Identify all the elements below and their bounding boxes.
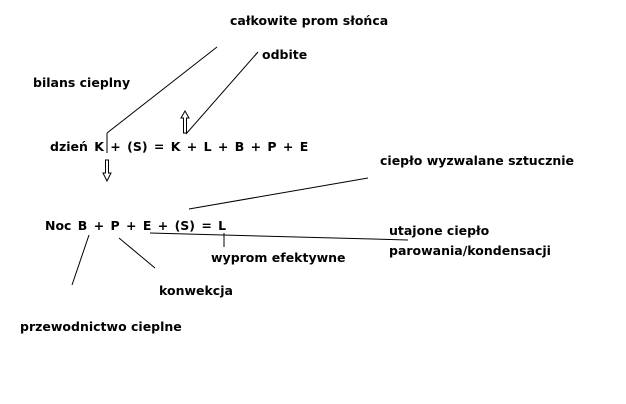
line-reflected <box>185 51 259 135</box>
label-reflected: odbite <box>262 47 308 62</box>
line-latent-heat <box>149 232 409 241</box>
label-latent-heat-2: parowania/kondensacji <box>389 243 551 258</box>
label-convection: konwekcja <box>159 283 233 298</box>
day-equation: dzień K + (S) = K + L + B + P + E <box>50 139 309 154</box>
label-artificial-heat: ciepło wyzwalane sztucznie <box>380 153 575 168</box>
label-effective-radiation: wyprom efektywne <box>211 250 346 265</box>
up-arrow-icon <box>180 109 190 134</box>
line-artificial-heat <box>188 177 369 210</box>
label-conduction: przewodnictwo cieplne <box>20 319 182 334</box>
line-conduction <box>71 234 90 286</box>
label-latent-heat-1: utajone ciepło <box>389 223 490 238</box>
label-total-radiation: całkowite prom słońca <box>230 13 389 28</box>
night-equation: Noc B + P + E + (S) = L <box>45 218 227 233</box>
down-arrow-icon <box>102 159 112 183</box>
line-total-radiation <box>106 46 218 134</box>
label-heat-balance: bilans cieplny <box>33 75 131 90</box>
line-convection <box>118 237 156 269</box>
